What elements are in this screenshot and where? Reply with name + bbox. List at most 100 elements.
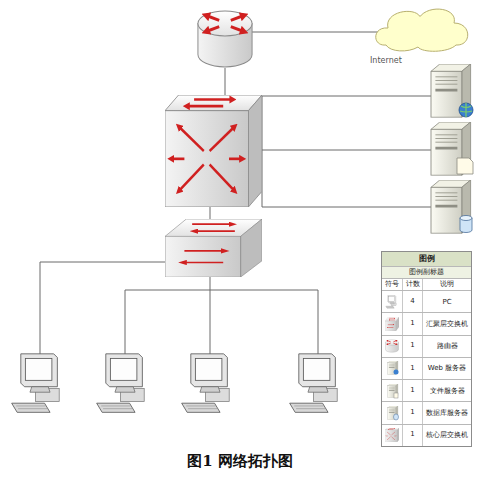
legend-count: 1	[410, 431, 414, 439]
legend-symbol	[384, 383, 400, 399]
core-switch-icon	[165, 95, 262, 207]
legend-count-cell: 1	[403, 313, 423, 334]
legend-count: 1	[410, 342, 414, 350]
legend-symbol-cell	[382, 313, 403, 334]
legend-text-cell: Web 服务器	[423, 358, 471, 379]
legend-symbol-cell	[382, 291, 403, 312]
legend-header: 说明	[440, 281, 454, 289]
legend-symbol-cell	[382, 358, 403, 379]
legend-row: 1 路由器	[382, 336, 471, 358]
legend-count-cell: 4	[403, 291, 423, 312]
legend-symbol-part	[394, 414, 399, 420]
legend-subtitle: 图例副标题	[409, 269, 444, 277]
pc-icons-part	[290, 354, 338, 413]
legend-row: 1 文件服务器	[382, 380, 471, 402]
legend-text: Web 服务器	[428, 364, 467, 372]
legend-text: PC	[442, 298, 451, 306]
legend-text-cell: 路由器	[423, 336, 471, 357]
legend-count-cell: 1	[403, 425, 423, 446]
legend-symbol-part	[388, 384, 398, 398]
file-server-part	[457, 158, 473, 174]
legend-symbol-part	[386, 295, 396, 308]
legend-symbol-part	[388, 361, 398, 375]
pc-icons-part	[12, 354, 60, 413]
legend-count: 1	[410, 365, 414, 373]
legend-symbol-part	[385, 317, 399, 331]
legend-symbol-part	[388, 406, 398, 420]
network-wires-part	[210, 290, 211, 355]
network-wires-part	[125, 290, 318, 355]
legend-count: 1	[410, 320, 414, 328]
legend-text-cell: 文件服务器	[423, 380, 471, 401]
legend-symbol	[384, 360, 400, 376]
legend-text-cell: PC	[423, 291, 471, 312]
legend-count-cell: 1	[403, 358, 423, 379]
network-wires-part	[210, 277, 211, 290]
legend-text-cell: 数据库服务器	[423, 402, 471, 423]
figure-caption: 图1 网络拓扑图	[0, 452, 480, 471]
legend-title: 图例	[419, 255, 435, 264]
legend-count: 1	[410, 409, 414, 417]
legend-text: 汇聚层交换机	[426, 320, 468, 328]
web-server	[431, 64, 473, 117]
legend-subtitle-row: 图例副标题	[382, 267, 471, 279]
legend-table: 图例图例副标题符号计数说明4PC1汇聚层交换机1路由器1Web 服务器1文件服务…	[381, 251, 472, 447]
network-wires-part	[40, 262, 168, 355]
legend-row: 1 Web 服务器	[382, 358, 471, 380]
network-wires-part	[248, 32, 380, 33]
pc-icons	[12, 354, 338, 413]
database-server	[431, 180, 472, 233]
pc-icons-part	[97, 354, 145, 413]
cloud-shape	[372, 4, 472, 54]
legend-header-row: 符号计数 说明	[382, 279, 471, 291]
legend-symbol-cell	[382, 402, 403, 423]
pc-icons-part	[182, 354, 230, 413]
legend-symbol-part	[394, 370, 399, 375]
legend-count: 4	[410, 298, 414, 306]
database-server-part	[460, 216, 472, 221]
legend-count-cell: 1	[403, 336, 423, 357]
legend-row: 1 核心层交换机	[382, 425, 471, 446]
legend-text: 核心层交换机	[426, 431, 468, 439]
cloud-label: Internet	[370, 56, 402, 65]
access-switch-icon	[165, 219, 262, 277]
cloud-shape-part	[376, 9, 468, 51]
file-server	[431, 122, 473, 175]
legend-count: 1	[410, 387, 414, 395]
network-wires-part	[258, 96, 432, 97]
legend-symbol-part	[394, 393, 398, 398]
web-server-part	[460, 103, 472, 117]
legend-header: 符号	[385, 281, 399, 289]
legend-header-cell: 计数	[403, 279, 423, 290]
network-wires	[40, 32, 432, 355]
router-icon	[198, 11, 252, 67]
legend-symbol-part	[385, 428, 399, 442]
legend-title-row: 图例	[382, 252, 471, 267]
cloud-node: Internet	[372, 4, 472, 54]
legend-header-cell: 说明	[423, 279, 471, 290]
legend-count-cell: 1	[403, 402, 423, 423]
legend-row: 1 汇聚层交换机	[382, 313, 471, 335]
network-wires-part	[262, 150, 432, 207]
legend-count-cell: 1	[403, 380, 423, 401]
legend-symbol-cell	[382, 380, 403, 401]
network-wires-part	[262, 96, 432, 150]
legend-text: 路由器	[437, 342, 458, 350]
legend-symbol	[384, 316, 400, 332]
legend-symbol-cell	[382, 336, 403, 357]
legend-symbol-part	[385, 340, 398, 353]
legend-symbol	[384, 338, 400, 354]
legend-text-cell: 核心层交换机	[423, 425, 471, 446]
legend-symbol	[384, 427, 400, 443]
legend-text: 文件服务器	[430, 387, 465, 395]
legend-header: 计数	[406, 281, 420, 289]
legend-symbol	[384, 405, 400, 421]
legend-text: 数据库服务器	[426, 409, 468, 417]
legend-text-cell: 汇聚层交换机	[423, 313, 471, 334]
web-server-part	[459, 103, 473, 117]
legend-row: 1 数据库服务器	[382, 402, 471, 424]
legend-symbol	[384, 294, 400, 310]
legend-header-cell: 符号	[382, 279, 403, 290]
legend-row: 4 PC	[382, 291, 471, 313]
